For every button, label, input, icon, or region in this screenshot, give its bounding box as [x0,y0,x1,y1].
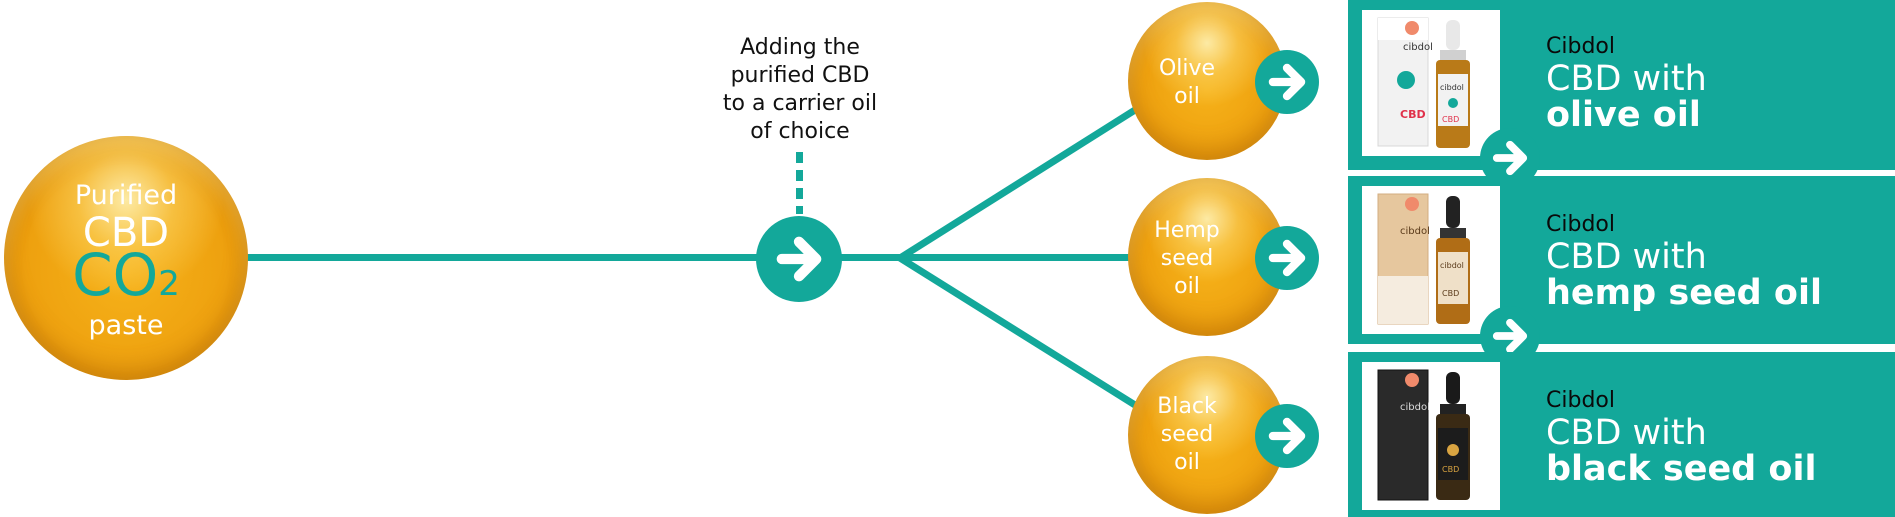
product-title-line-2: hemp seed oil [1546,273,1822,313]
caption-connector-dashes [796,152,803,214]
svg-text:cibdol: cibdol [1403,42,1433,53]
branch-connector-middle [820,254,1130,261]
product-brand: Cibdol [1546,34,1615,59]
product-title: CBD with olive oil [1546,62,1707,133]
hemp-oil-line-3: oil [1174,274,1200,299]
arrow-right-icon [1268,63,1306,101]
black-oil-line-1: Black [1157,394,1217,419]
step-caption: Adding the purified CBD to a carrier oil… [700,34,900,146]
caption-line-1: Adding the [740,35,860,60]
caption-line-3: to a carrier oil [722,91,878,116]
olive-oil-line-1: Olive [1158,56,1216,81]
hemp-seed-oil-arrow [1255,226,1319,290]
product-image-olive: cibdol CBD cibdol CBD [1362,10,1500,156]
svg-text:cibdol: cibdol [1400,226,1430,237]
svg-text:CBD: CBD [1442,115,1459,124]
olive-oil-line-2: oil [1174,84,1200,109]
product-image-hemp: cibdol cibdol CBD [1362,186,1500,334]
sphere-label-co2: CO2 [4,246,248,313]
black-oil-line-2: seed [1160,422,1214,447]
black-oil-line-3: oil [1174,450,1200,475]
co2-text: CO [72,241,159,309]
product-box-illustration: cibdol cibdol CBD [1377,193,1470,325]
product-title: CBD with black seed oil [1546,416,1816,487]
olive-oil-arrow [1255,50,1319,114]
product-panel-hemp: cibdol cibdol CBD Cibdol CBD with hemp s… [1348,176,1895,344]
arrow-right-icon [1268,239,1306,277]
product-panel-black-seed: cibdol CBD Cibdol CBD with black seed oi… [1348,352,1895,517]
svg-text:CBD: CBD [1400,108,1426,121]
svg-text:CBD: CBD [1442,289,1459,298]
product-brand: Cibdol [1546,212,1615,237]
product-title-line-1: CBD with [1546,237,1707,277]
arrow-right-icon [1492,140,1528,176]
product-title-line-1: CBD with [1546,59,1707,99]
product-image-black-seed: cibdol CBD [1362,362,1500,510]
arrow-right-icon [776,236,822,282]
product-title-line-1: CBD with [1546,413,1707,453]
arrow-right-icon [1268,417,1306,455]
product-title-line-2: black seed oil [1546,449,1817,489]
purified-cbd-sphere: Purified CBD CO2 paste [4,136,248,380]
sphere-label-paste: paste [88,310,164,341]
product-box-illustration: cibdol CBD [1377,369,1470,501]
hemp-oil-line-2: seed [1160,246,1214,271]
product-box-illustration: cibdol CBD cibdol CBD [1377,17,1470,148]
sphere-label-purified: Purified [74,180,178,211]
product-title: CBD with hemp seed oil [1546,240,1822,311]
main-connector-line [240,254,760,261]
hemp-oil-line-1: Hemp [1154,218,1220,243]
product-panel-olive: cibdol CBD cibdol CBD Cibdol CBD with ol… [1348,0,1895,170]
product-brand: Cibdol [1546,388,1615,413]
co2-subscript: 2 [158,264,180,304]
sphere-label-cbd: CBD [82,210,170,256]
caption-line-2: purified CBD [730,63,870,88]
svg-text:cibdol: cibdol [1440,83,1464,92]
caption-line-4: of choice [750,119,850,144]
arrow-right-icon [1492,318,1528,354]
svg-text:cibdol: cibdol [1440,261,1464,270]
black-seed-oil-arrow [1255,404,1319,468]
svg-text:cibdol: cibdol [1400,402,1430,413]
product-title-line-2: olive oil [1546,95,1701,135]
svg-text:CBD: CBD [1442,465,1459,474]
step-arrow-button [756,216,842,302]
